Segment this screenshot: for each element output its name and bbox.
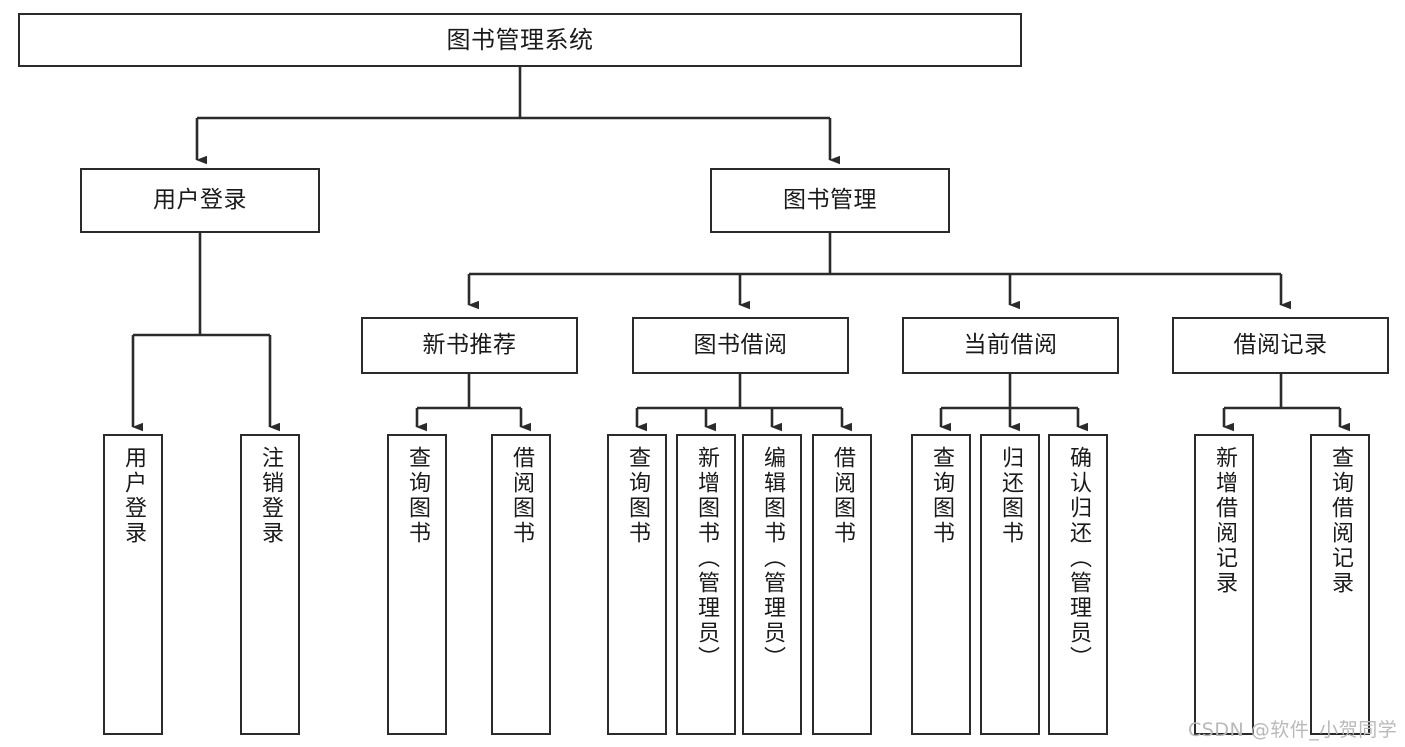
node-user-login-label: 用户登录 (153, 186, 247, 213)
leaf-borrow-edit-book-label: 编辑图书（管理员） (760, 446, 785, 671)
leaf-current-return-book-label: 归还图书 (998, 446, 1023, 546)
leaf-current-return-book[interactable]: 归还图书 (980, 434, 1040, 735)
leaf-borrow-borrow-book[interactable]: 借阅图书 (812, 434, 872, 735)
leaf-recommend-query-book[interactable]: 查询图书 (387, 434, 447, 735)
leaf-record-query-record[interactable]: 查询借阅记录 (1310, 434, 1370, 735)
leaf-current-confirm-return-label: 确认归还（管理员） (1066, 446, 1091, 671)
leaf-recommend-query-book-label: 查询图书 (405, 446, 430, 546)
node-root[interactable]: 图书管理系统 (18, 13, 1022, 67)
node-borrow-record-label: 借阅记录 (1233, 331, 1328, 358)
leaf-record-query-record-label: 查询借阅记录 (1328, 446, 1353, 596)
node-user-login[interactable]: 用户登录 (80, 168, 320, 233)
leaf-borrow-borrow-book-label: 借阅图书 (830, 446, 855, 546)
leaf-user-login-signin[interactable]: 用户登录 (103, 434, 163, 735)
leaf-record-add-record[interactable]: 新增借阅记录 (1194, 434, 1254, 735)
node-book-borrow[interactable]: 图书借阅 (632, 317, 849, 374)
node-new-book-recommend[interactable]: 新书推荐 (361, 317, 578, 374)
node-current-borrow-label: 当前借阅 (963, 331, 1058, 358)
leaf-user-login-signin-label: 用户登录 (121, 446, 146, 546)
leaf-borrow-query-book[interactable]: 查询图书 (607, 434, 667, 735)
leaf-user-login-signout-label: 注销登录 (258, 446, 283, 546)
node-new-book-recommend-label: 新书推荐 (422, 331, 517, 358)
leaf-record-add-record-label: 新增借阅记录 (1212, 446, 1237, 596)
leaf-user-login-signout[interactable]: 注销登录 (240, 434, 300, 735)
leaf-current-query-book[interactable]: 查询图书 (911, 434, 971, 735)
node-root-label: 图书管理系统 (446, 25, 594, 54)
leaf-borrow-add-book-label: 新增图书（管理员） (694, 446, 719, 671)
leaf-current-confirm-return[interactable]: 确认归还（管理员） (1048, 434, 1108, 735)
leaf-recommend-borrow-book-label: 借阅图书 (509, 446, 534, 546)
leaf-recommend-borrow-book[interactable]: 借阅图书 (491, 434, 551, 735)
node-current-borrow[interactable]: 当前借阅 (902, 317, 1119, 374)
leaf-borrow-add-book[interactable]: 新增图书（管理员） (676, 434, 736, 735)
leaf-borrow-edit-book[interactable]: 编辑图书（管理员） (742, 434, 802, 735)
leaf-current-query-book-label: 查询图书 (929, 446, 954, 546)
leaf-borrow-query-book-label: 查询图书 (625, 446, 650, 546)
node-borrow-record[interactable]: 借阅记录 (1172, 317, 1389, 374)
node-book-borrow-label: 图书借阅 (693, 331, 788, 358)
node-book-management[interactable]: 图书管理 (710, 168, 950, 233)
node-book-management-label: 图书管理 (783, 186, 877, 213)
